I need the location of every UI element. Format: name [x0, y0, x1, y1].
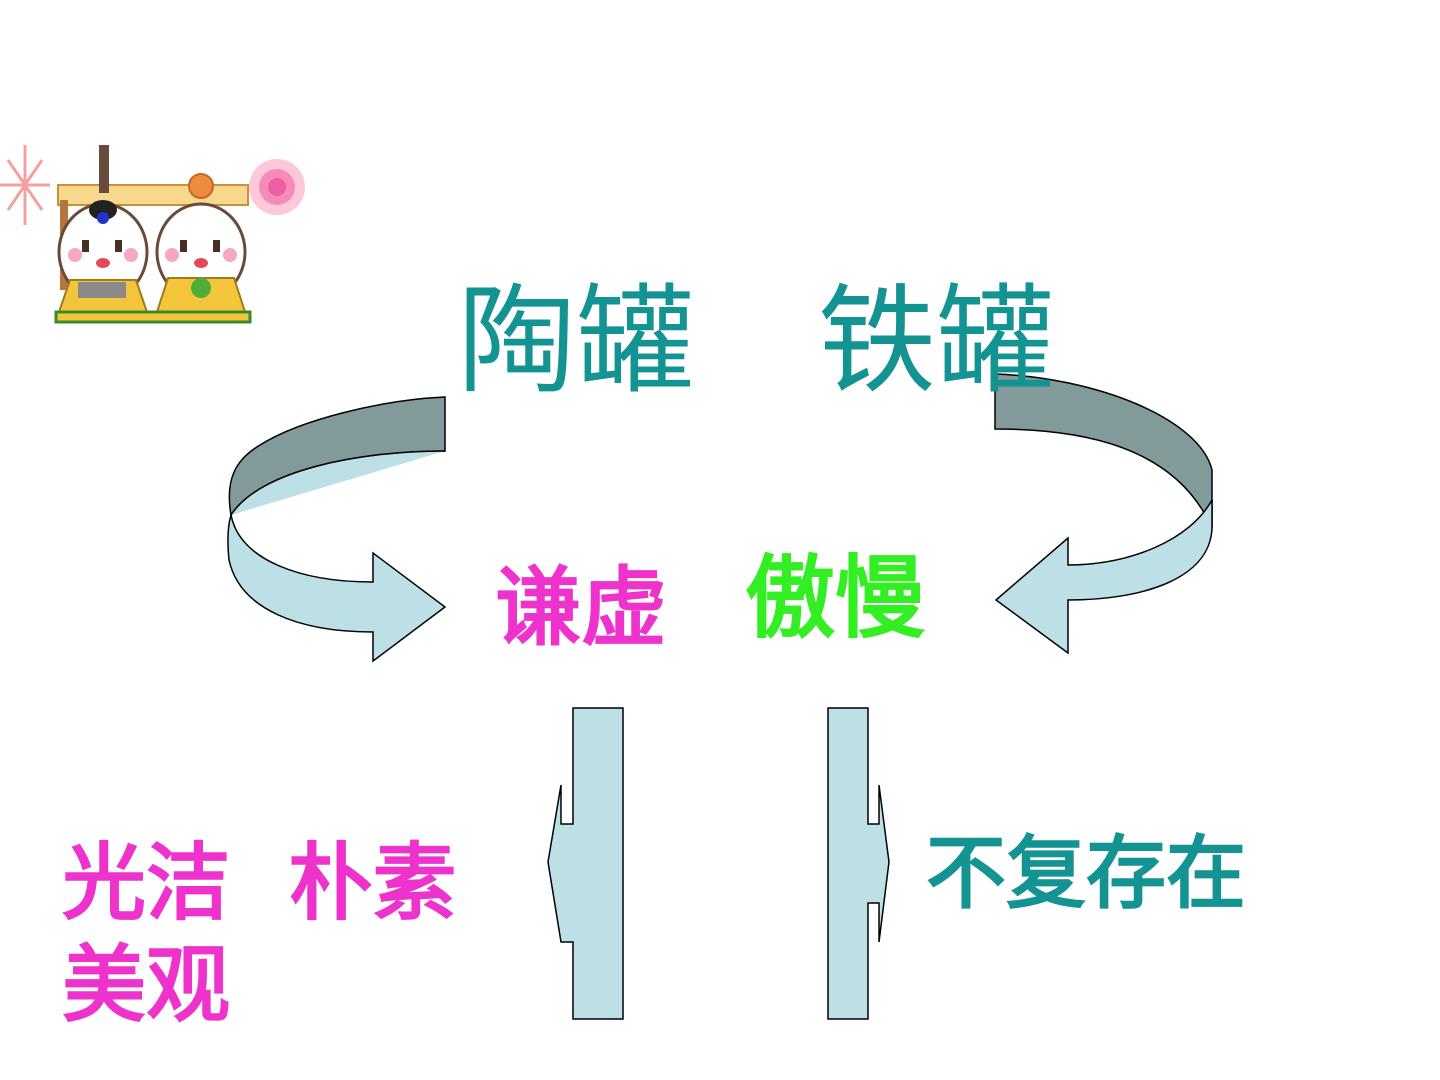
sparkle-icon — [0, 145, 50, 225]
doll-left-icon — [56, 145, 150, 316]
mascot-dolls-icon — [0, 145, 305, 324]
trait-humble: 谦虚 — [495, 557, 667, 658]
trait-arrogant: 傲慢 — [745, 545, 925, 651]
curved-arrow-left — [227, 396, 447, 663]
pink-sun-icon — [249, 159, 305, 215]
vertical-arrow-right — [827, 707, 890, 1020]
title-iron-pot: 铁罐 — [818, 272, 1055, 410]
curved-arrow-right — [994, 373, 1213, 655]
doll-right-icon — [154, 173, 248, 316]
outcome-iron-pot: 不复存在 — [926, 826, 1246, 920]
title-clay-pot: 陶罐 — [458, 272, 695, 410]
outcome-clay-pot: 光洁 朴素 美观 — [62, 833, 457, 1034]
vertical-arrow-left — [547, 707, 624, 1020]
